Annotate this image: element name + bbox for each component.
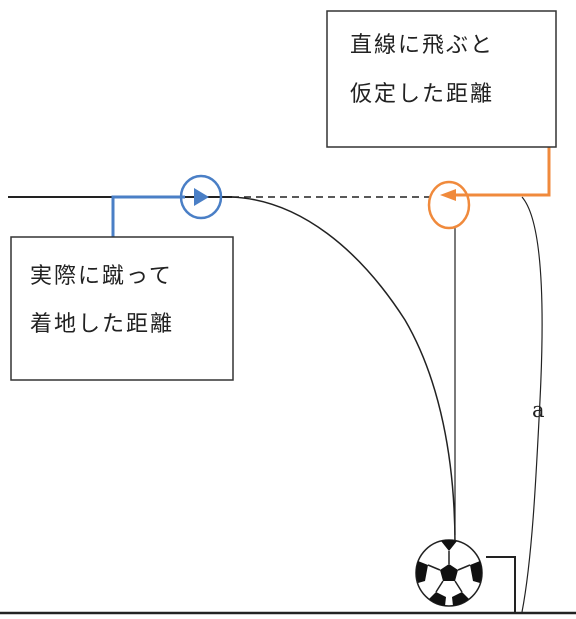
actual-box-line1: 実際に蹴って	[30, 264, 173, 289]
height-a-curve	[521, 196, 543, 613]
assumed-box-line2: 仮定した距離	[350, 82, 494, 107]
assumed-box-line1: 直線に飛ぶと	[350, 33, 494, 58]
left-arrow-icon	[440, 189, 456, 201]
actual-box-frame	[10, 236, 234, 381]
assumed-landing-marker	[427, 180, 471, 230]
actual-box-line2: 着地した距離	[30, 312, 174, 337]
assumed-marker-circle	[427, 180, 471, 230]
actual-trajectory-curve	[231, 196, 456, 546]
assumed-box-frame	[326, 10, 557, 148]
ball-step-bracket	[486, 556, 516, 612]
soccer-ball-icon	[415, 539, 483, 607]
height-a-label: a	[532, 398, 545, 422]
actual-distance-box: 実際に蹴って 着地した距離	[10, 236, 234, 381]
play-arrow-icon	[194, 188, 209, 206]
assumed-distance-box: 直線に飛ぶと 仮定した距離	[326, 10, 557, 148]
